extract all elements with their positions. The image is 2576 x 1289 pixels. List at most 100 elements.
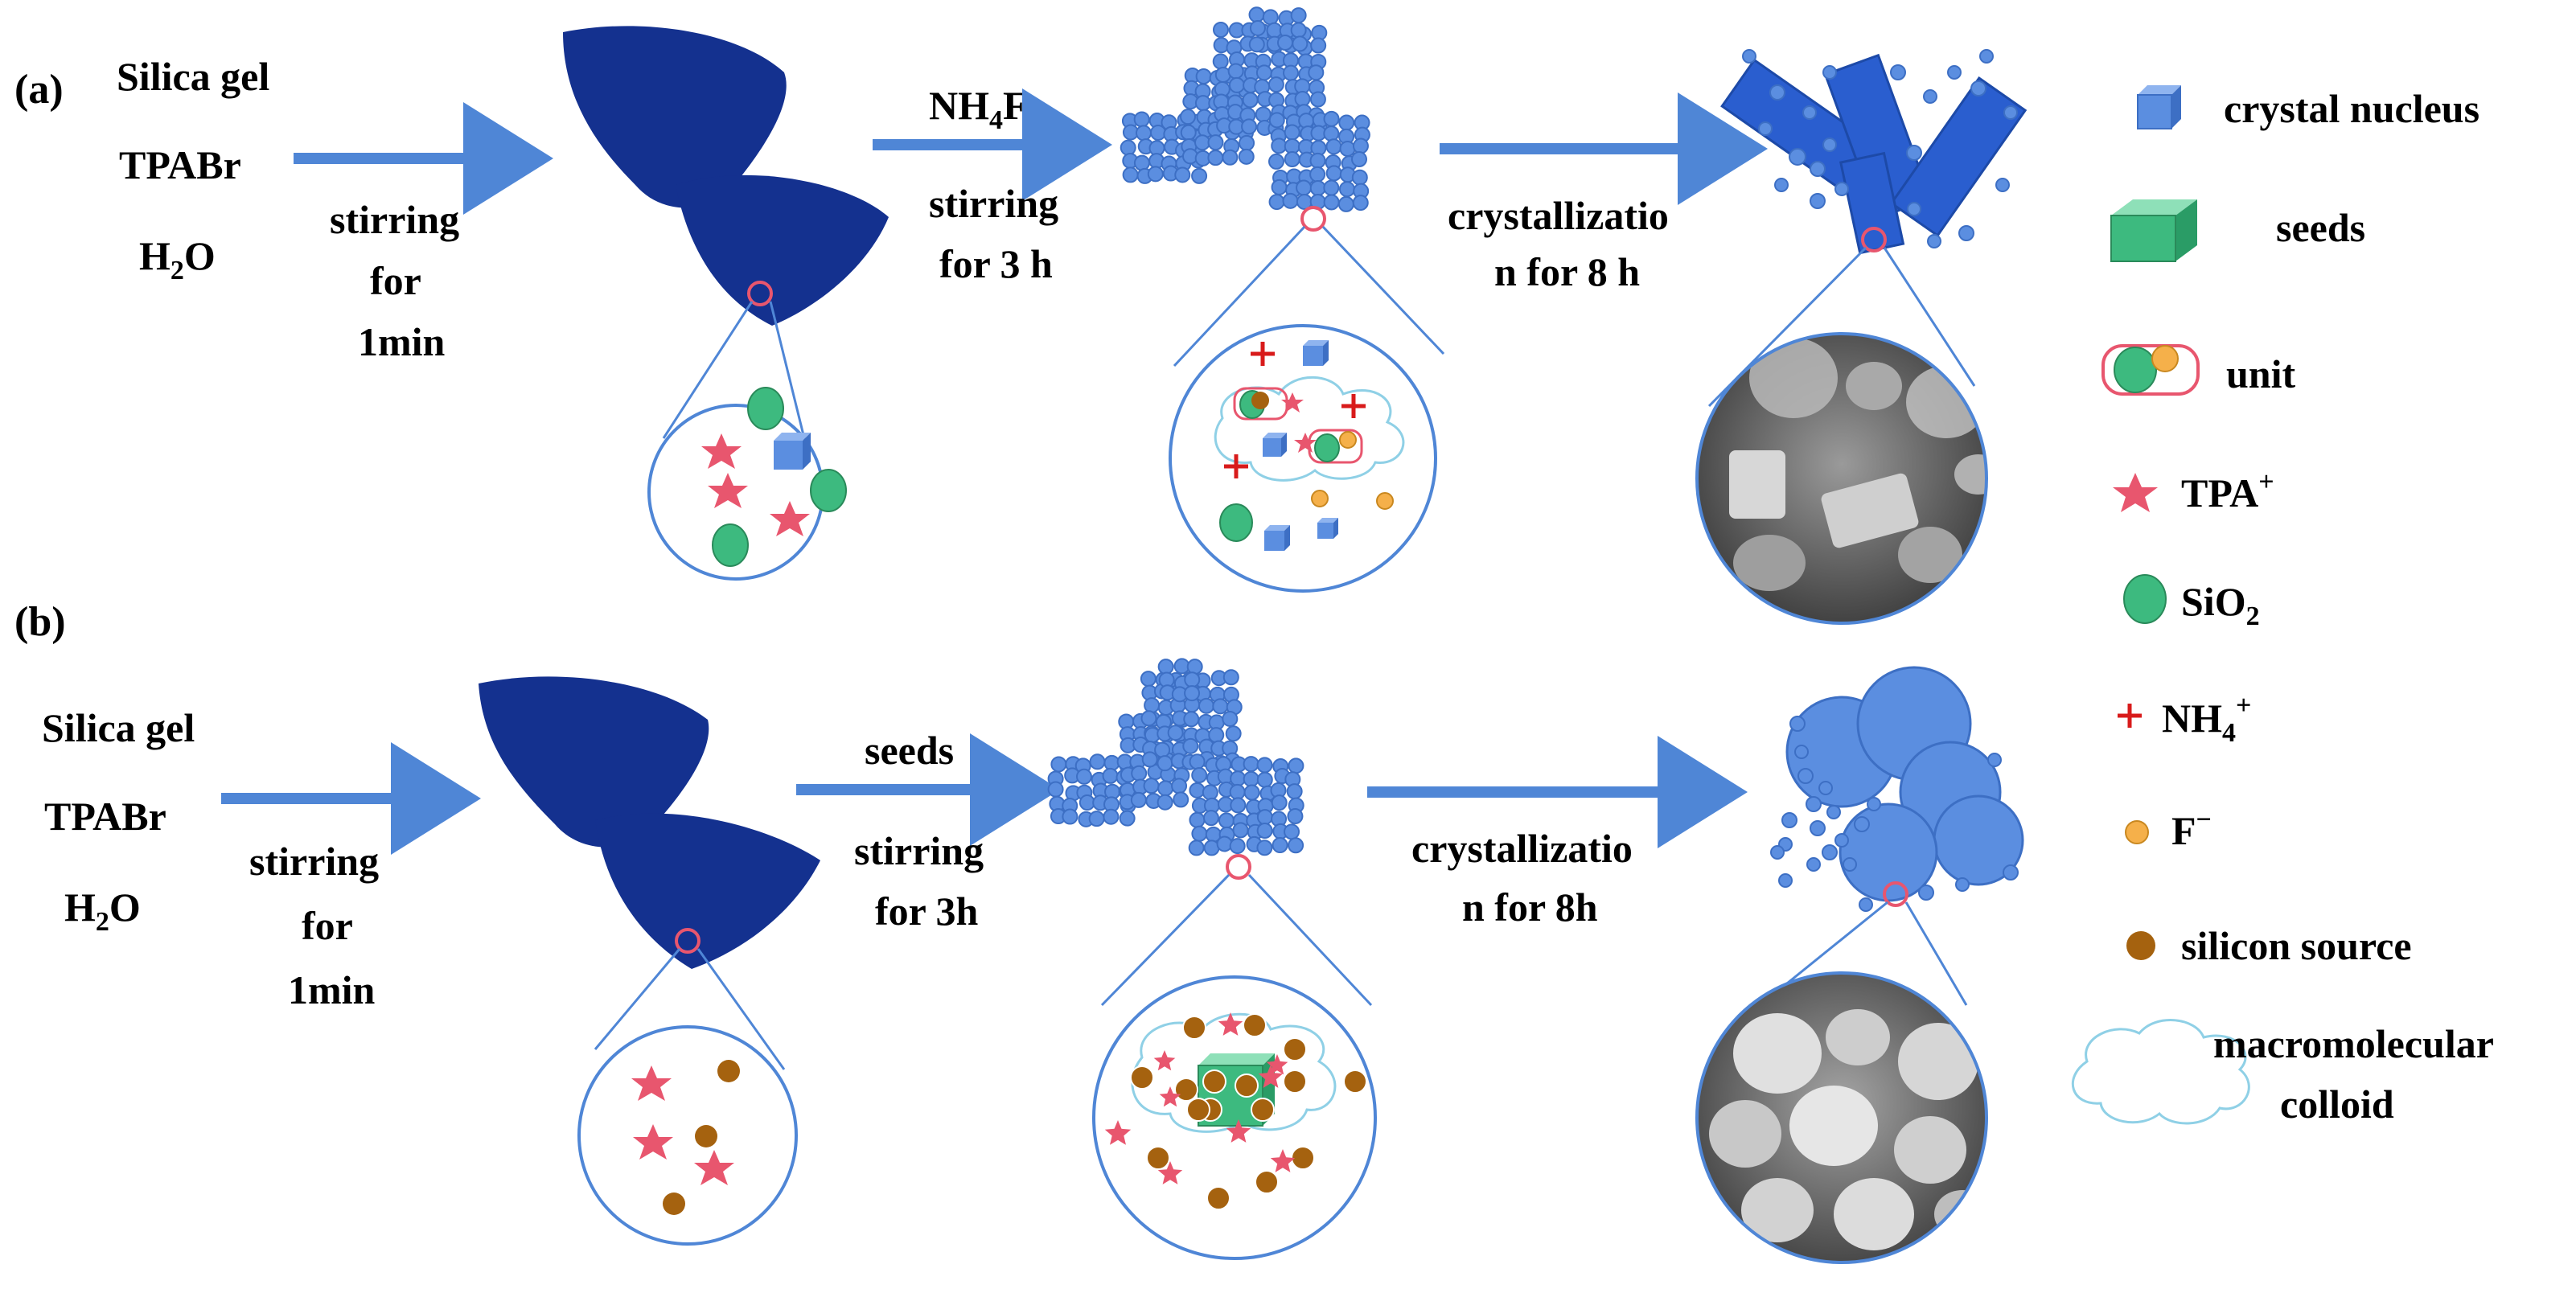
particle xyxy=(1047,781,1064,798)
legend-crystal-nucleus: crystal nucleus xyxy=(2224,86,2479,131)
silicon-source-icon xyxy=(1174,1078,1198,1102)
particle xyxy=(1309,152,1326,169)
sem-image-b xyxy=(1695,971,1988,1264)
particle xyxy=(1143,778,1160,794)
particle xyxy=(1283,64,1300,81)
particle xyxy=(1272,837,1288,854)
particle xyxy=(1171,778,1188,794)
particle xyxy=(1268,112,1285,129)
particle xyxy=(1239,134,1255,151)
nh4-plus-icon xyxy=(2118,704,2142,728)
particle xyxy=(1218,812,1235,829)
particle xyxy=(1806,857,1821,872)
gel-blob-a-bottom xyxy=(676,174,889,326)
particle xyxy=(1284,124,1300,141)
legend-fluoride: F− xyxy=(2171,805,2212,853)
particle xyxy=(1232,822,1249,839)
particle-aggregate-a xyxy=(1120,6,1370,212)
step1-b-line3: 1min xyxy=(288,967,376,1012)
particle xyxy=(1140,710,1157,727)
tpa-star-icon xyxy=(1153,1050,1176,1071)
particle xyxy=(1157,794,1173,811)
particle xyxy=(1927,234,1941,248)
particle xyxy=(1184,685,1201,702)
fluoride-icon xyxy=(1376,492,1394,510)
legend-sio2: SiO2 xyxy=(2181,579,2260,631)
particle xyxy=(1778,873,1793,888)
tpa-star-icon xyxy=(1159,1086,1181,1107)
particle xyxy=(1309,91,1326,108)
particle xyxy=(2003,864,2019,881)
particle xyxy=(1256,822,1273,839)
particle xyxy=(1325,138,1342,155)
particle xyxy=(1309,179,1326,196)
silicon-source-icon xyxy=(1146,1146,1170,1170)
particle xyxy=(1212,698,1229,715)
particle xyxy=(1271,138,1288,154)
panel-b: (b) Silica gel TPABr H2O stirring for 1m… xyxy=(14,599,2024,1264)
particle xyxy=(1248,6,1265,23)
particle xyxy=(1249,19,1266,36)
step1-a-line2: for xyxy=(370,258,421,303)
tpa-star-icon xyxy=(694,1150,734,1185)
particle xyxy=(1256,809,1273,826)
particle xyxy=(1195,68,1212,84)
particle xyxy=(1140,671,1157,688)
particle xyxy=(1191,167,1208,184)
particle xyxy=(1284,823,1300,840)
particle xyxy=(1337,195,1354,212)
particle xyxy=(1088,811,1105,827)
tpa-star-icon xyxy=(631,1065,672,1101)
legend-seeds: seeds xyxy=(2276,205,2365,250)
particle xyxy=(1958,225,1974,241)
tpa-star-icon xyxy=(708,473,748,508)
particle xyxy=(1310,37,1327,54)
silicon-source-icon xyxy=(1235,1073,1259,1098)
particle xyxy=(1789,148,1806,166)
tpa-star-icon xyxy=(1266,1054,1288,1075)
particle xyxy=(1288,757,1304,774)
zoom-marker-b1 xyxy=(675,928,700,954)
zoom-a2-contents xyxy=(1214,340,1405,551)
reagent-water-a: H2O xyxy=(139,233,216,285)
particle xyxy=(1323,194,1340,211)
step1-b-line1: stirring xyxy=(249,839,379,884)
fluoride-icon xyxy=(2125,820,2149,844)
particle xyxy=(1135,125,1152,142)
step2-b-reagent: seeds xyxy=(865,728,954,773)
particle xyxy=(1238,148,1255,165)
particle xyxy=(1103,808,1120,825)
particle xyxy=(1119,810,1136,827)
particle xyxy=(1843,857,1857,872)
tpa-star-icon xyxy=(770,501,810,536)
particle xyxy=(1789,716,1806,732)
particle xyxy=(1191,825,1208,842)
particle xyxy=(1191,767,1208,784)
tpa-star-icon xyxy=(1294,433,1317,453)
particle xyxy=(1122,166,1139,183)
particle xyxy=(1243,784,1260,801)
step2-a-line1: stirring xyxy=(929,181,1058,226)
particle xyxy=(1167,725,1184,741)
particle xyxy=(1323,110,1340,127)
crystal-nucleus-icon xyxy=(1303,340,1329,366)
particle xyxy=(1271,179,1288,195)
sio2-icon xyxy=(1219,503,1253,542)
particle xyxy=(1290,22,1307,39)
silicon-source-icon xyxy=(2126,931,2155,960)
particle xyxy=(1180,124,1197,141)
step2-b-line2: for 3h xyxy=(875,889,978,934)
silicon-source-icon xyxy=(1291,1146,1315,1170)
particle xyxy=(1189,753,1206,770)
particle xyxy=(1770,845,1785,860)
unit-icon xyxy=(2101,344,2200,396)
particle xyxy=(1979,49,1994,64)
silicon-source-icon xyxy=(695,1125,717,1147)
particle xyxy=(1227,63,1244,80)
crystal-rod xyxy=(1889,76,2028,237)
crystal-nucleus-icon xyxy=(774,433,811,470)
particle xyxy=(1230,770,1247,787)
crystal-nucleus-icon xyxy=(1317,518,1338,539)
legend: crystal nucleus seeds unit TPA+ SiO2 NH4… xyxy=(2072,85,2494,1127)
particle xyxy=(1256,771,1273,788)
